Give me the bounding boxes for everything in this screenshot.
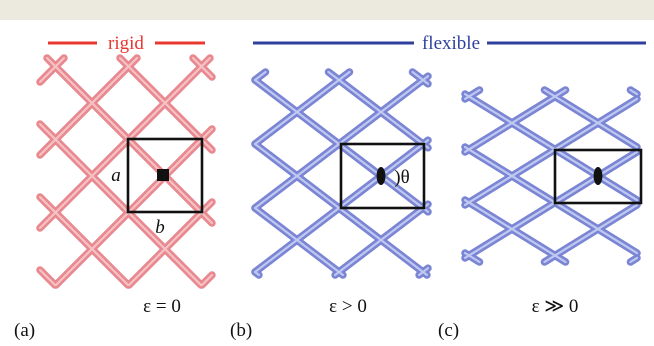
lattice-rod-highlight [38, 56, 66, 84]
rigid-header: rigid [48, 33, 205, 54]
lattice-rod-highlight [463, 251, 481, 264]
lattice-rod-highlight [327, 70, 430, 149]
strain-label-c: ε ≫ 0 [532, 296, 579, 317]
lattice-rod-highlight [253, 70, 351, 146]
lattice-rod-highlight [411, 70, 430, 85]
lattice-rod-highlight [191, 56, 214, 79]
lattice-panel-a [36, 54, 216, 289]
lattice-rod-highlight [629, 256, 639, 264]
lattice-rod-highlight [463, 88, 567, 154]
lattice-rod-highlight [463, 150, 639, 260]
lattice-rod-highlight [253, 75, 430, 210]
lattice-rod-highlight [54, 127, 214, 287]
strain-label-b: ε > 0 [329, 296, 367, 317]
lattice-rod-highlight [38, 122, 203, 287]
lattice-rod-highlight [127, 200, 214, 287]
lattice-constant-a: a [111, 165, 121, 186]
lattice-rod-highlight [463, 88, 481, 101]
unit-cell-box-b [339, 142, 426, 210]
lattice-rod-highlight [45, 56, 214, 225]
flexible-header: flexible [253, 33, 646, 54]
strain-label-a: ε = 0 [143, 296, 181, 317]
top-border-strip [0, 0, 654, 20]
panel-label-c: (c) [438, 320, 459, 341]
lattice-rod-highlight [118, 56, 214, 152]
lattice-rod-highlight [629, 88, 639, 96]
lattice-rod-highlight [253, 142, 429, 277]
lattice-rod-highlight [38, 56, 212, 230]
unit-cell-box-c [553, 148, 643, 205]
rigid-label: rigid [108, 33, 144, 54]
lattice-rod-highlight [543, 203, 639, 264]
lattice-rod-highlight [463, 198, 567, 264]
angle-theta: )θ [394, 167, 409, 188]
panel-label-b: (b) [230, 320, 252, 341]
square-symmetry-marker [157, 169, 169, 181]
lattice-rod-highlight [253, 206, 345, 277]
lattice-rod-highlight [253, 70, 267, 82]
lattice-rod-highlight [333, 203, 430, 277]
rectangular-symmetry-marker-b [376, 167, 386, 185]
lattice-rod-highlight [543, 88, 639, 149]
unit-cell-a: a b [111, 137, 204, 238]
lattice-panel-c [461, 86, 641, 266]
lattice-rod-highlight [463, 97, 639, 207]
flexible-label: flexible [422, 33, 480, 54]
unit-cell-box-a [126, 137, 204, 214]
lattice-rod-highlight [200, 273, 214, 287]
lattice-constant-b: b [155, 217, 165, 238]
unit-cell-c [553, 148, 643, 205]
lattice-rod-highlight [38, 195, 130, 287]
lattice-rod-highlight [463, 145, 639, 255]
lattice-rod-highlight [38, 268, 57, 287]
rectangular-symmetry-marker-c [593, 167, 603, 185]
unit-cell-b: )θ [339, 142, 426, 210]
lattice-rod-highlight [463, 92, 639, 202]
lattice-rod-highlight [417, 267, 430, 277]
panel-label-a: (a) [14, 320, 35, 341]
lattice-figure: rigid flexible ε = 0 ε > 0 ε ≫ 0 (a) (b)… [14, 33, 646, 341]
